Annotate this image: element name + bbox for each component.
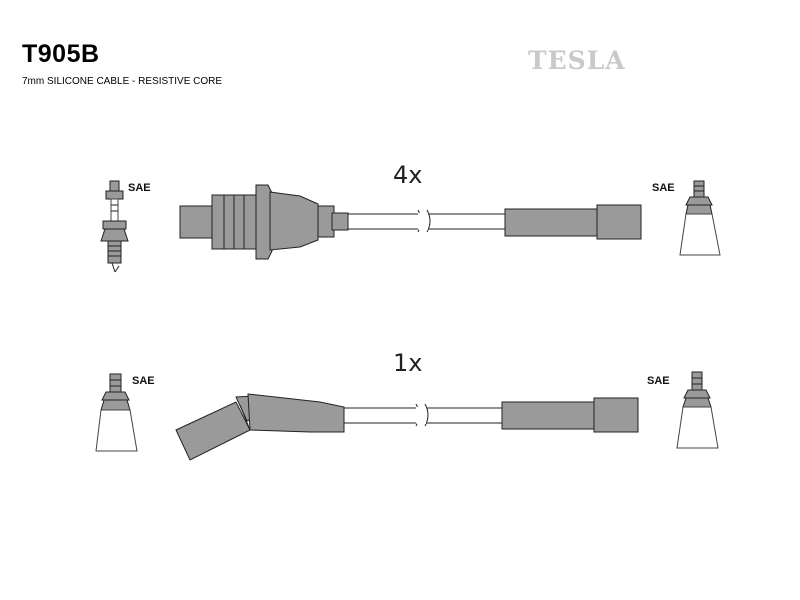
angled-boot-connector [175,393,345,461]
sae-label-2-left: SAE [132,375,155,387]
spark-plug-icon [100,180,129,273]
product-code: T905B [22,40,100,68]
sae-label-2-right: SAE [647,375,670,387]
sae-label-1-left: SAE [128,182,151,194]
sae-label-1-right: SAE [652,182,675,194]
spark-plug-boot-connector [179,184,349,260]
brand-logo: TESLA [528,46,626,75]
cable-set-2-quantity: 1x [393,349,422,377]
cable-set-1-quantity: 4x [393,161,422,189]
product-subtitle: 7mm SILICONE CABLE - RESISTIVE CORE [22,76,223,87]
ignition-cable-2 [343,403,503,427]
coil-terminal-icon [679,180,721,256]
coil-terminal-icon-2 [676,371,719,449]
coil-boot-connector-2 [501,397,639,433]
distributor-terminal-icon [95,373,138,452]
ignition-cable-1 [347,209,507,233]
coil-boot-connector [504,204,642,240]
